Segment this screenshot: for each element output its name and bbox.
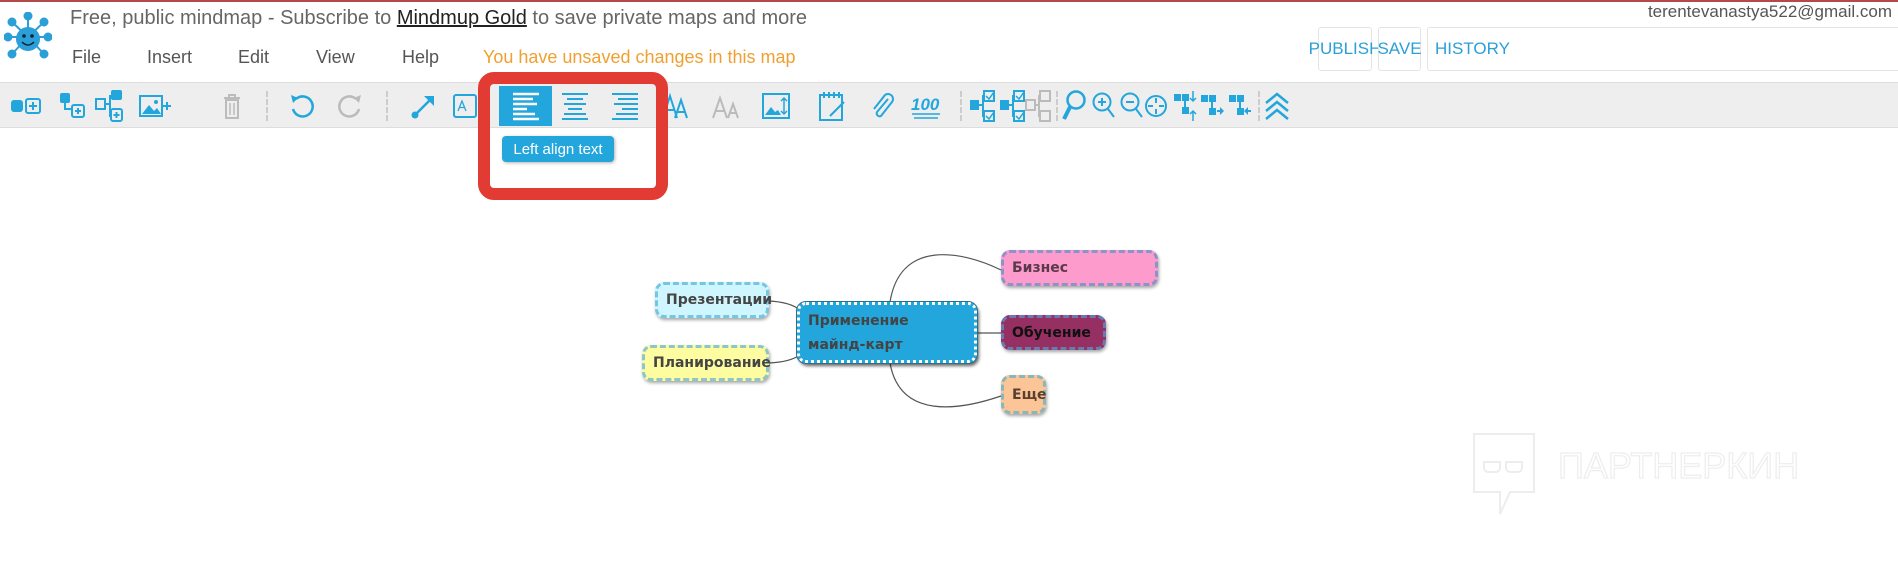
menu-file[interactable]: File — [72, 47, 102, 67]
mindmap-node-more[interactable]: Еще — [1001, 375, 1047, 414]
toolbar-separator — [960, 91, 962, 121]
connector-planning — [768, 354, 801, 364]
search-icon[interactable] — [1062, 87, 1086, 125]
attachment-paperclip-icon[interactable] — [870, 87, 894, 125]
toolbar-separator — [386, 91, 388, 121]
toolbar-separator — [1258, 91, 1260, 121]
page-title: Free, public mindmap - Subscribe to Mind… — [70, 7, 807, 30]
undo-icon[interactable] — [288, 87, 314, 125]
deselect-icon[interactable] — [1024, 87, 1052, 125]
user-email[interactable]: terentevanastya522@gmail.com — [1647, 2, 1892, 21]
notes-icon[interactable] — [818, 87, 846, 125]
add-parent-node-icon[interactable] — [94, 87, 124, 125]
mindmap-node-presentations[interactable]: Презентации — [655, 282, 772, 318]
save-button[interactable]: SAVE — [1377, 27, 1422, 71]
add-sibling-node-icon[interactable] — [10, 87, 42, 125]
add-link-arrow-icon[interactable] — [410, 87, 438, 125]
font-size-increase-icon[interactable] — [662, 87, 690, 125]
toolbar-separator — [266, 91, 268, 121]
expand-nodes-icon[interactable] — [1200, 87, 1224, 125]
toolbar-separator — [1056, 91, 1058, 121]
history-button[interactable]: HISTORY — [1427, 27, 1898, 71]
center-map-icon[interactable] — [1144, 87, 1168, 125]
publish-button[interactable]: PUBLISH — [1309, 27, 1381, 71]
top-border — [0, 0, 1898, 2]
mindmap-node-business[interactable]: Бизнес — [1001, 250, 1158, 286]
mindmap-node-planning[interactable]: Планирование — [642, 345, 771, 381]
mindmup-logo[interactable] — [4, 12, 52, 62]
connector-more — [889, 362, 1002, 408]
svg-text:100: 100 — [911, 95, 940, 114]
redo-icon[interactable] — [338, 87, 364, 125]
add-child-node-icon[interactable] — [58, 87, 86, 125]
edit-text-box-icon[interactable] — [452, 87, 478, 125]
toggle-layout-icon[interactable] — [1173, 87, 1197, 125]
zoom-out-icon[interactable] — [1120, 87, 1144, 125]
menu-view[interactable]: View — [316, 47, 355, 67]
tooltip: Left align text — [502, 136, 614, 162]
image-resize-icon[interactable] — [760, 87, 792, 125]
menu-insert[interactable]: Insert — [147, 47, 193, 67]
zoom-in-icon[interactable] — [1092, 87, 1116, 125]
connector-presentations — [768, 300, 801, 311]
select-all-checkboxes-icon[interactable] — [968, 87, 996, 125]
title-text: Free, public mindmap - Subscribe to — [70, 7, 397, 29]
select-children-icon[interactable] — [998, 87, 1026, 125]
watermark-text: ПАРТНЕРКИН — [1558, 445, 1799, 486]
partnerkin-watermark: ПАРТНЕРКИН — [1470, 430, 1850, 525]
connector-business — [889, 254, 1002, 303]
progress-100-icon[interactable]: 100 — [910, 87, 944, 125]
mindmup-gold-link[interactable]: Mindmup Gold — [396, 7, 527, 29]
font-size-decrease-icon[interactable] — [712, 87, 740, 125]
menu-help[interactable]: Help — [402, 47, 440, 67]
menu-edit[interactable]: Edit — [238, 47, 270, 67]
title-suffix: to save private maps and more — [526, 7, 808, 29]
delete-trash-icon[interactable] — [222, 87, 242, 125]
watermark-logo-icon: ПАРТНЕРКИН — [1473, 433, 1800, 515]
collapse-nodes-icon[interactable] — [1228, 87, 1252, 125]
add-image-icon[interactable] — [138, 87, 172, 125]
center-align-text-icon[interactable] — [558, 87, 592, 125]
left-align-text-button[interactable] — [499, 86, 552, 126]
mindmap-root-node[interactable]: Применение майнд-карт — [796, 301, 978, 364]
toolbar: 100 — [0, 82, 1898, 128]
unsaved-changes-notice: You have unsaved changes in this map — [483, 47, 796, 67]
highlight-annotation-box — [478, 72, 668, 200]
right-align-text-icon[interactable] — [608, 87, 642, 125]
mindmap-node-education[interactable]: Обучение — [1001, 315, 1106, 350]
collapse-toolbar-chevrons-icon[interactable] — [1264, 87, 1290, 125]
